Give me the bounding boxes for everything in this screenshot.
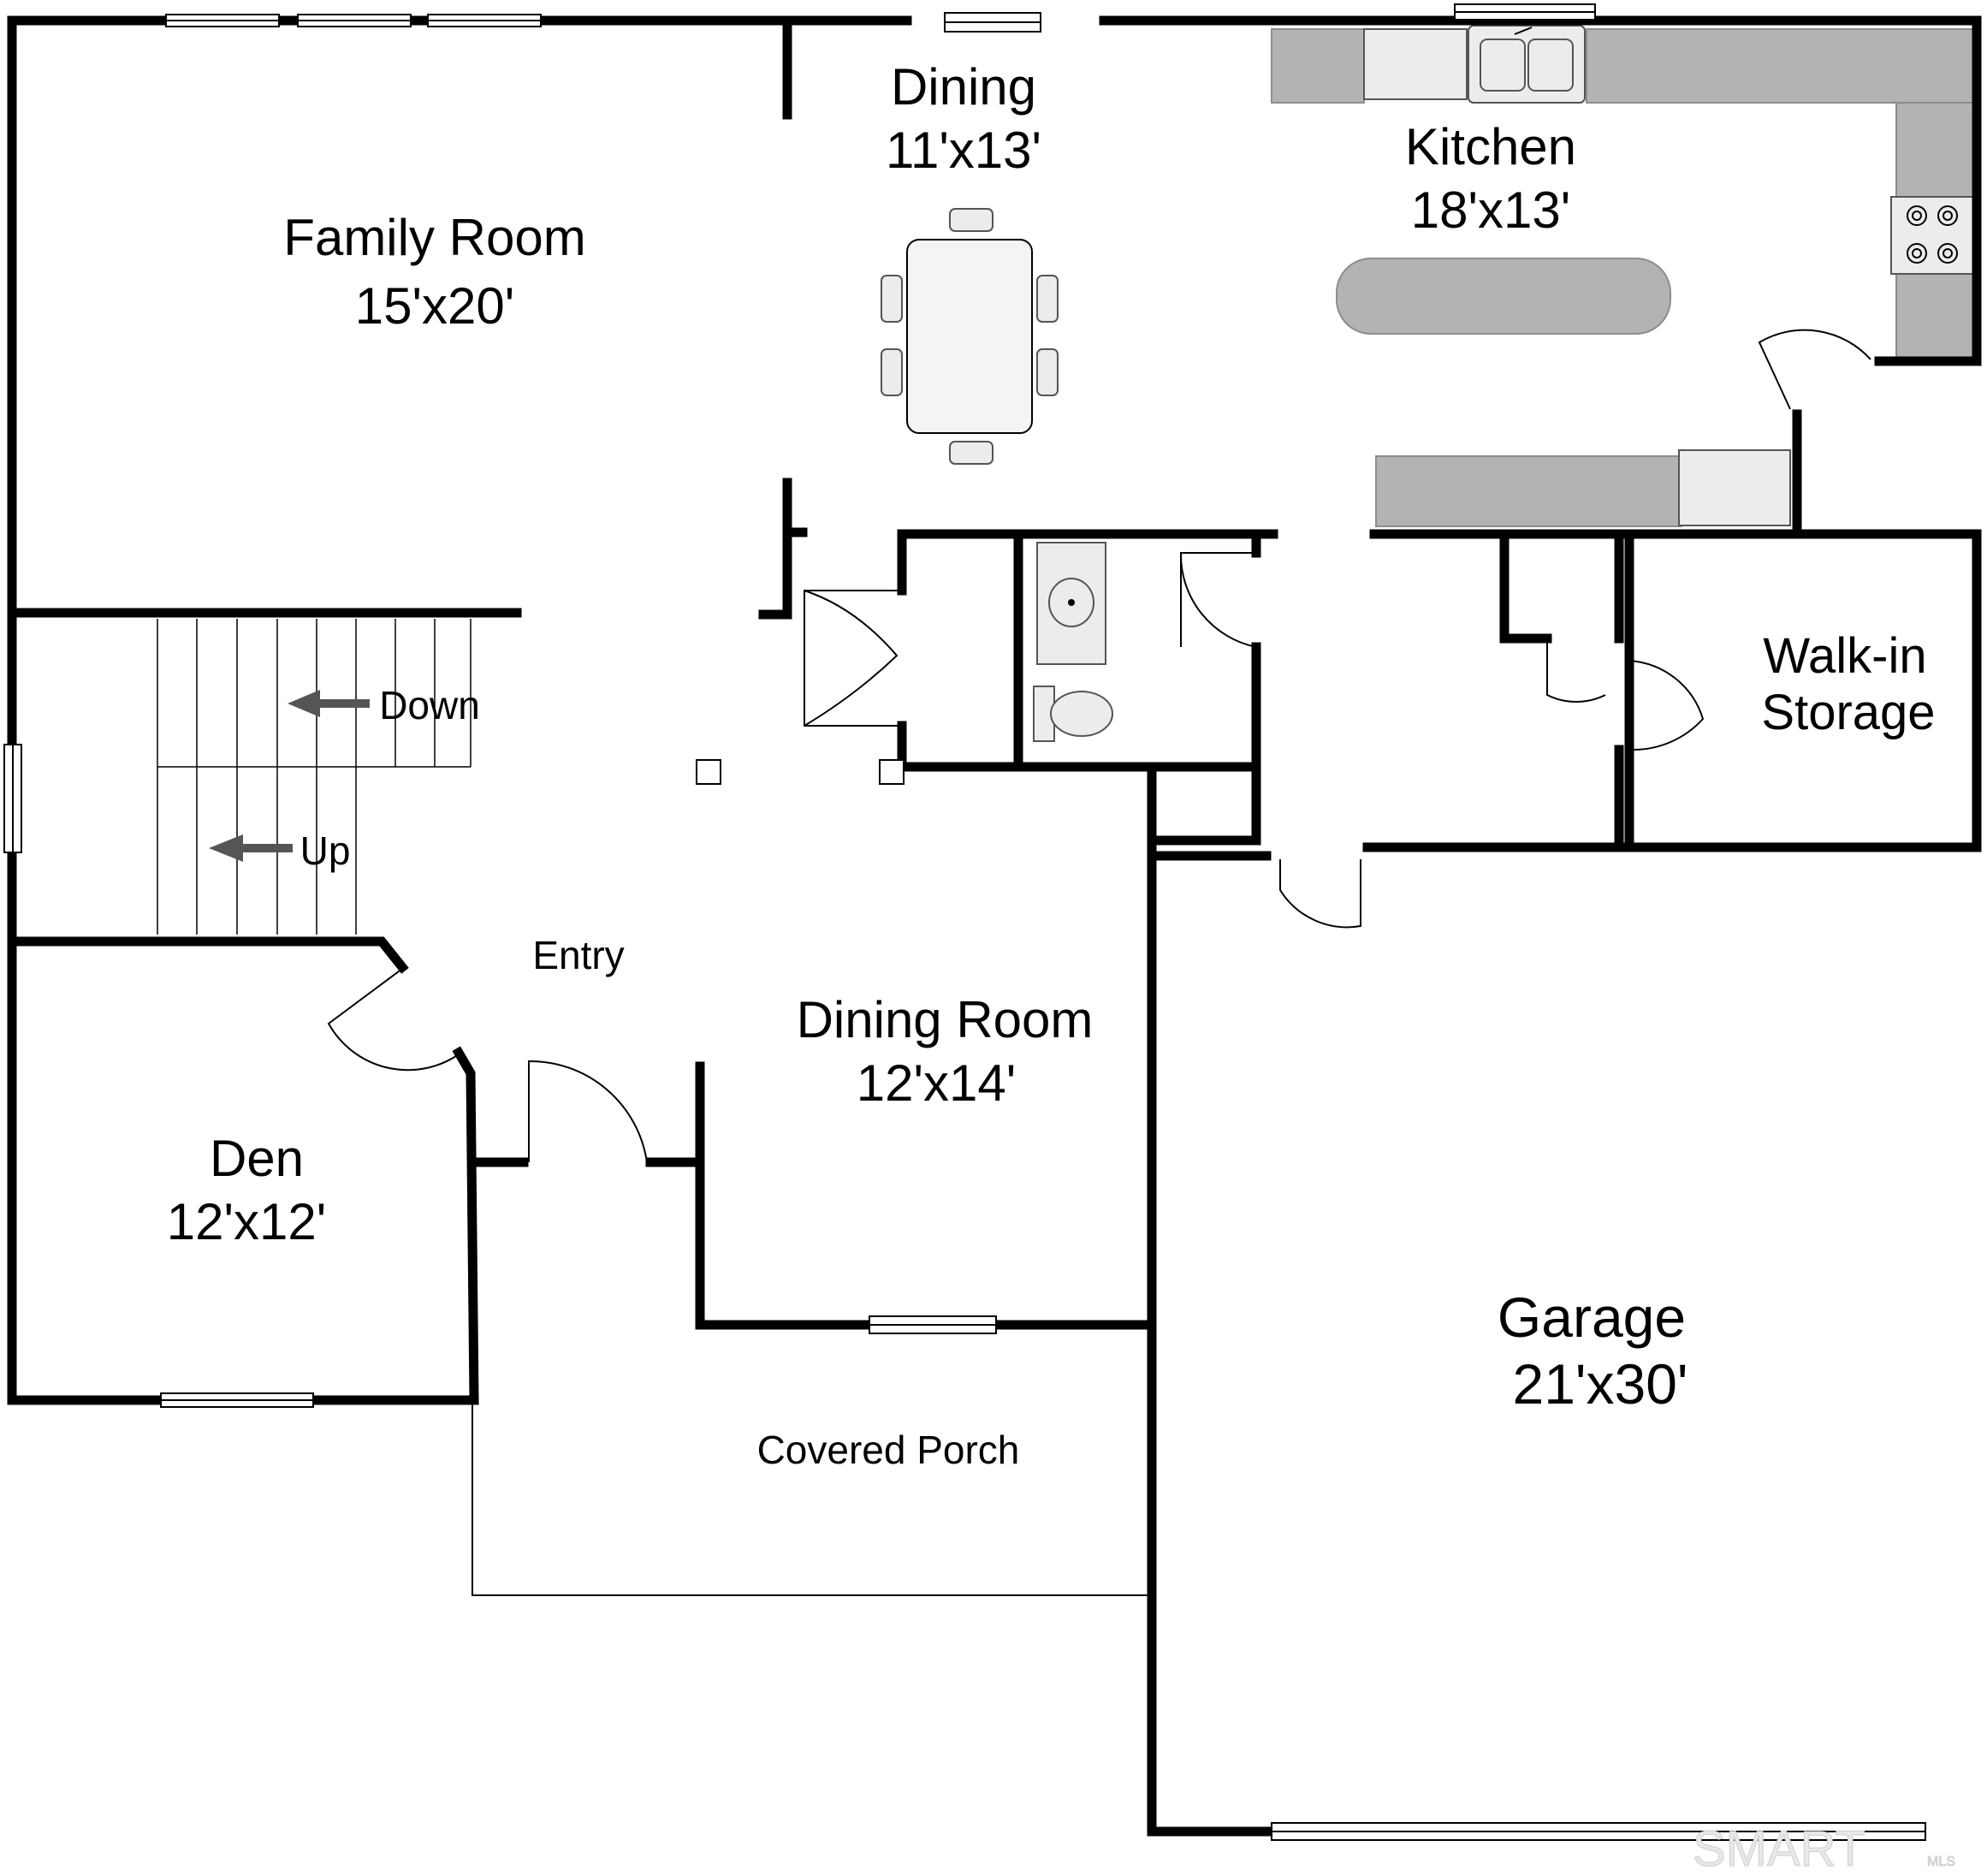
toilet-icon [1033, 686, 1113, 742]
entry-name: Entry [532, 933, 624, 977]
garage-size: 21'x30' [1512, 1352, 1687, 1416]
covered-porch-name: Covered Porch [757, 1428, 1020, 1472]
door-swing-icon [327, 329, 1871, 1163]
garage-name: Garage [1498, 1285, 1686, 1349]
stairs-down-label: Down [379, 683, 480, 727]
arrow-left-icon [209, 834, 293, 862]
dining-table [881, 208, 1059, 465]
porch-outline [472, 1404, 1152, 1596]
column-post [879, 759, 905, 785]
stairs-up-label: Up [300, 828, 351, 873]
kitchen-size: 18'x13' [1411, 181, 1570, 239]
dining-size: 11'x13' [886, 122, 1041, 179]
counter-lower [1375, 455, 1682, 527]
walk-in-storage-name-line1: Walk-in [1763, 628, 1926, 684]
arrow-left-icon [288, 690, 370, 717]
powder-room-fixtures [1033, 542, 1113, 742]
kitchen-name: Kitchen [1405, 118, 1576, 175]
refrigerator-icon [1678, 449, 1791, 526]
staircase [157, 619, 472, 935]
column-post [696, 759, 721, 785]
family-room-name: Family Room [283, 209, 585, 266]
kitchen-counters [1271, 25, 1976, 527]
kitchen-island [1336, 258, 1671, 335]
counter-top [1586, 28, 1975, 104]
sink-icon [1036, 542, 1106, 665]
stove-icon [1890, 196, 1976, 275]
den-size: 12'x12' [167, 1193, 326, 1250]
dining-name: Dining [891, 58, 1036, 116]
watermark-logo: SMART [1693, 1821, 1865, 1876]
dining-room-size: 12'x14' [857, 1054, 1016, 1112]
dishwasher-icon [1363, 28, 1468, 100]
sink-icon [1468, 25, 1586, 104]
chair-icon [881, 208, 1059, 465]
family-room-size: 15'x20' [355, 277, 514, 335]
walk-in-storage-name-line2: Storage [1761, 685, 1935, 740]
watermark-sub: MLS [1927, 1855, 1955, 1869]
counter-top-left [1271, 28, 1365, 104]
window-icon [3, 3, 1926, 1841]
table-icon [906, 239, 1033, 434]
den-name: Den [210, 1130, 304, 1187]
dining-room-name: Dining Room [797, 991, 1094, 1048]
